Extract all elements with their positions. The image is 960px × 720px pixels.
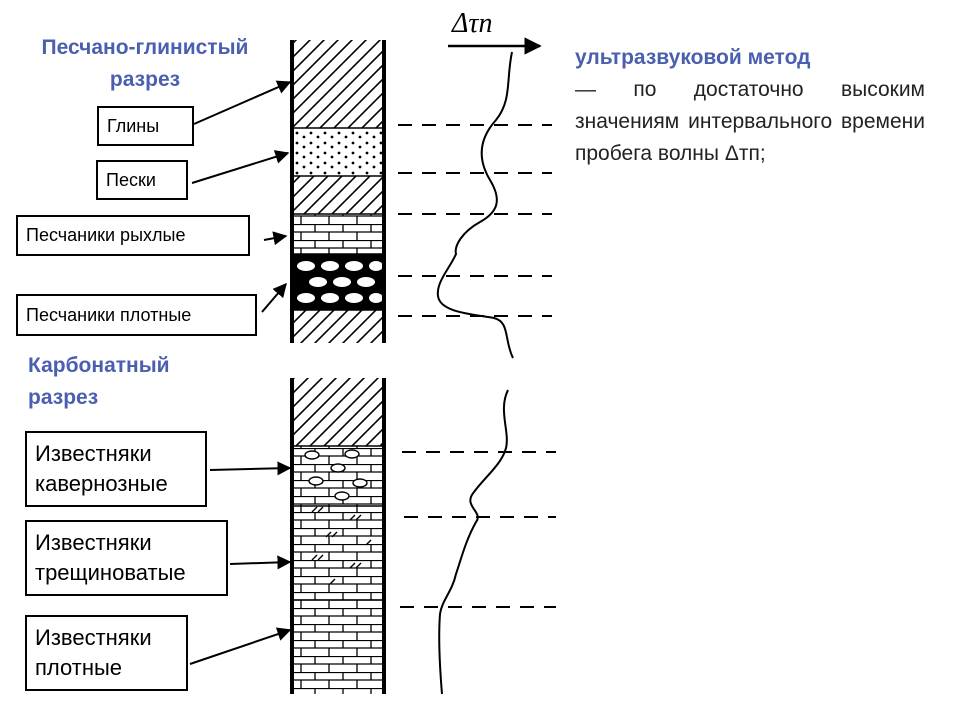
- carbonate-section-title: Карбонатный разрез: [28, 350, 218, 414]
- clastic-section-title: Песчано-глинистый разрез: [14, 32, 276, 96]
- clastic-column: [290, 40, 386, 343]
- carbonate-column: [290, 378, 386, 694]
- clastic-title-line2: разрез: [109, 68, 181, 91]
- label-clays: Глины: [97, 106, 194, 146]
- label-dense-limestones: Известняки плотные: [25, 615, 188, 691]
- label-dense-sandstones: Песчаники плотные: [16, 294, 257, 336]
- carbonate-title-line2: разрез: [28, 386, 99, 409]
- curve-label: Δτп: [451, 8, 492, 39]
- log-curve-carbonate: [438, 389, 509, 695]
- label-loose-sandstones: Песчаники рыхлые: [16, 215, 250, 256]
- clastic-title-line1: Песчано-глинистый: [41, 36, 249, 59]
- log-curve-clastic: [436, 51, 514, 359]
- pointer-arrows: [189, 80, 292, 665]
- fractured-line1: Известняки: [35, 530, 152, 555]
- label-cavernous-limestones: Известняки кавернозные: [25, 431, 207, 507]
- boundary-lines: [398, 124, 556, 608]
- method-heading: ультразвуковой метод: [575, 46, 811, 69]
- method-text: — по достаточно высоким значениям интерв…: [575, 78, 925, 165]
- dense-line1: Известняки: [35, 625, 152, 650]
- method-description: ультразвуковой метод — по достаточно выс…: [575, 42, 925, 170]
- cavernous-line1: Известняки: [35, 441, 152, 466]
- carbonate-title-line1: Карбонатный: [28, 354, 170, 377]
- cavernous-line2: кавернозные: [35, 471, 168, 496]
- dense-line2: плотные: [35, 655, 123, 680]
- label-fractured-limestones: Известняки трещиноватые: [25, 520, 228, 596]
- fractured-line2: трещиноватые: [35, 560, 186, 585]
- label-sands: Пески: [96, 160, 188, 200]
